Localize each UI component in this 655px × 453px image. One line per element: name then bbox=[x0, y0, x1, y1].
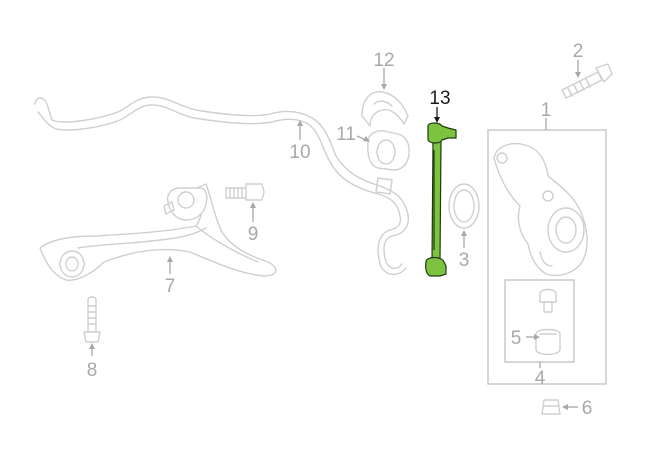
bolt-9[interactable] bbox=[225, 183, 265, 201]
leader-lines bbox=[89, 60, 581, 410]
ball-joint[interactable] bbox=[535, 288, 561, 356]
bolt-2[interactable] bbox=[561, 63, 613, 99]
seal-ring[interactable] bbox=[448, 183, 480, 229]
stabilizer-bushing[interactable] bbox=[367, 130, 410, 171]
callout-10[interactable]: 10 bbox=[289, 142, 310, 163]
callout-7[interactable]: 7 bbox=[165, 276, 176, 297]
stabilizer-bar[interactable] bbox=[34, 96, 410, 275]
callout-5[interactable]: 5 bbox=[511, 328, 522, 349]
callout-4[interactable]: 4 bbox=[535, 368, 546, 389]
callout-2[interactable]: 2 bbox=[573, 41, 584, 62]
dust-cap[interactable] bbox=[541, 399, 561, 415]
callout-labels: 1 2 3 4 5 6 7 8 9 10 11 12 13 bbox=[87, 41, 593, 419]
callout-13[interactable]: 13 bbox=[429, 88, 450, 109]
stabilizer-link[interactable] bbox=[425, 122, 457, 277]
callout-6[interactable]: 6 bbox=[582, 398, 593, 419]
knuckle-box bbox=[487, 129, 607, 385]
lower-control-arm[interactable] bbox=[39, 183, 277, 281]
steering-knuckle-group bbox=[487, 129, 607, 385]
callout-3[interactable]: 3 bbox=[459, 250, 470, 271]
callout-12[interactable]: 12 bbox=[373, 50, 394, 71]
steering-knuckle[interactable] bbox=[493, 142, 588, 277]
stabilizer-link-upper-joint bbox=[427, 122, 457, 144]
callout-1[interactable]: 1 bbox=[541, 100, 552, 121]
callout-11[interactable]: 11 bbox=[336, 124, 356, 145]
callout-8[interactable]: 8 bbox=[87, 360, 98, 381]
bolt-8[interactable] bbox=[83, 296, 101, 343]
stabilizer-link-lower-joint bbox=[425, 256, 447, 277]
bushing-holder[interactable] bbox=[361, 91, 409, 127]
stabilizer-link-rod bbox=[431, 139, 442, 263]
callout-9[interactable]: 9 bbox=[248, 224, 259, 245]
